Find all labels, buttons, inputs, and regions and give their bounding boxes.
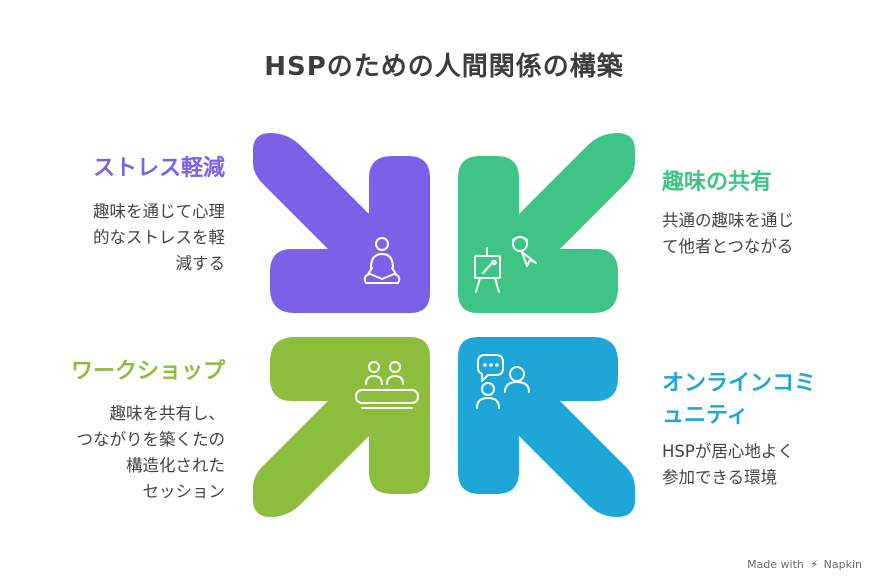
arrow-stress-relief	[253, 133, 430, 313]
page-title: HSPのための人間関係の構築	[264, 52, 624, 82]
heading-hobby-sharing: 趣味の共有	[662, 170, 773, 195]
desc-workshop: 趣味を共有し、 つながりを築くたの 構造化された セッション	[76, 404, 226, 501]
meditation-person-icon	[363, 237, 401, 284]
napkin-logo-icon: ⚡	[810, 558, 819, 571]
arrow-workshop	[253, 337, 430, 517]
chat-community-icon	[476, 354, 530, 409]
arrow-hobby-sharing	[458, 133, 635, 313]
desc-online-community: HSPが居心地よく 参加できる環境	[662, 442, 794, 487]
desc-hobby-sharing: 共通の趣味を通じ て他者とつながる	[662, 211, 794, 256]
painter-easel-icon	[474, 236, 537, 293]
workshop-group-icon	[355, 361, 419, 409]
arrow-online-community	[458, 337, 635, 517]
footer-made-with: Made with	[747, 558, 804, 571]
footer-brand: Napkin	[823, 558, 862, 571]
heading-workshop: ワークショップ	[70, 359, 225, 384]
heading-stress-relief: ストレス軽減	[92, 156, 225, 181]
footer-credit: Made with ⚡ Napkin	[747, 558, 862, 572]
heading-online-community: オンラインコミ ュニティ	[662, 371, 817, 428]
desc-stress-relief: 趣味を通じて心理 的なストレスを軽 減する	[93, 202, 225, 273]
